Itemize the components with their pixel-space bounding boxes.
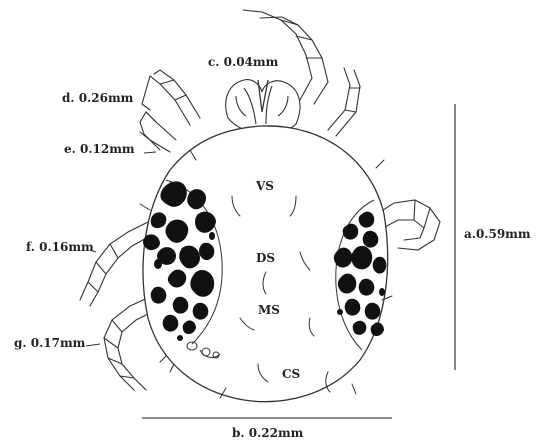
region-label-vs: VS: [255, 179, 274, 193]
leg-rear-left-1: [80, 222, 148, 300]
region-label-cs: CS: [282, 367, 300, 381]
measurement-label-f: f. 0.16mm: [26, 240, 94, 254]
measurement-label-b: b. 0.22mm: [232, 426, 304, 440]
region-label-ds: DS: [256, 251, 275, 265]
leg-front-right-2: [328, 68, 350, 130]
measurement-label-g: g. 0.17mm: [14, 336, 86, 350]
measurement-label-a: a.0.59mm: [464, 227, 531, 241]
measurement-label-e: e. 0.12mm: [64, 142, 135, 156]
measurement-label-c: c. 0.04mm: [208, 55, 279, 69]
leg-front-left: [142, 76, 190, 125]
measurement-label-d: d. 0.26mm: [62, 91, 134, 105]
region-label-ms: MS: [258, 303, 280, 317]
